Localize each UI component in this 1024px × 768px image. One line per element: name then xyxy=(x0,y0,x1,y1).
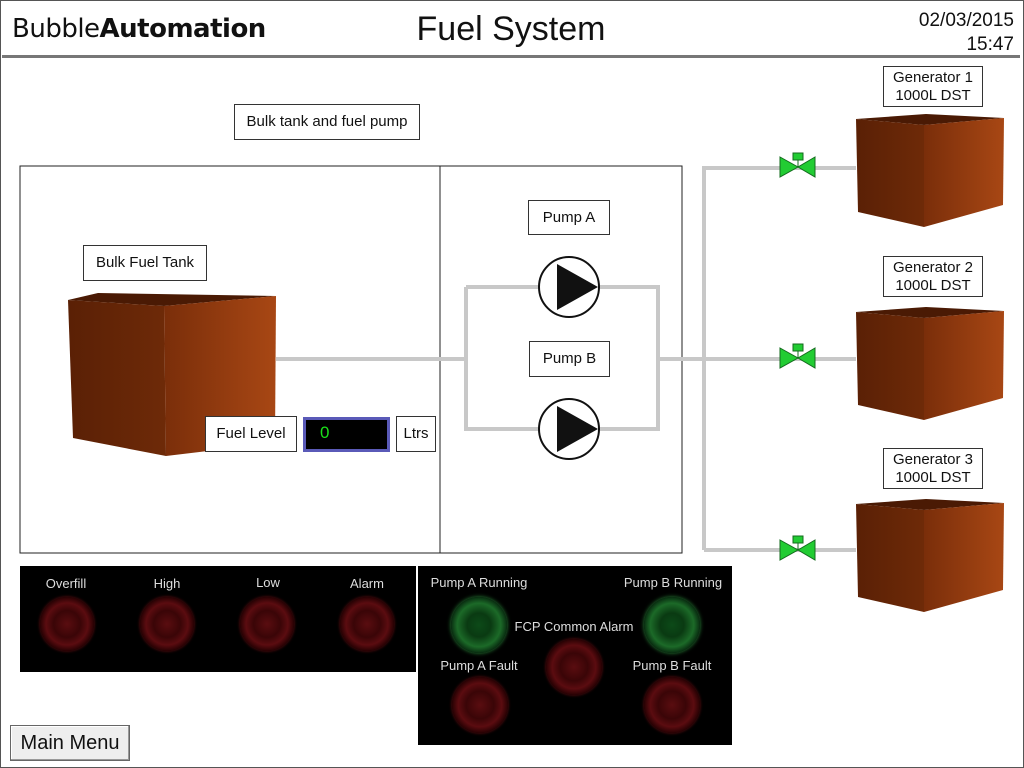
pump-b-running-label: Pump B Running xyxy=(623,575,723,590)
header-bar: BubbleAutomation Fuel System 02/03/2015 … xyxy=(2,2,1020,58)
brand-logo: BubbleAutomation xyxy=(12,14,266,44)
pump-b-fault-label: Pump B Fault xyxy=(632,658,712,673)
common-alarm-indicator-icon xyxy=(546,639,602,695)
main-menu-button[interactable]: Main Menu xyxy=(10,725,130,761)
fuel-level-label: Fuel Level xyxy=(205,416,297,452)
page-title: Fuel System xyxy=(416,10,606,48)
valve-3-icon[interactable] xyxy=(779,535,816,561)
tank-alarm-panel: Overfill High Low Alarm xyxy=(20,566,416,672)
pump-a-running-indicator-icon xyxy=(451,597,507,653)
time-text: 15:47 xyxy=(966,34,1014,55)
valve-1-icon[interactable] xyxy=(779,152,816,178)
alarm-label: Alarm xyxy=(350,576,384,591)
date-text: 02/03/2015 xyxy=(918,10,1014,31)
pump-status-panel: Pump A Running Pump B Running FCP Common… xyxy=(418,566,732,745)
bulk-tank-label: Bulk Fuel Tank xyxy=(83,245,207,281)
pump-a-label: Pump A xyxy=(528,200,610,235)
pump-b-icon[interactable] xyxy=(538,398,600,460)
pump-a-fault-indicator-icon xyxy=(452,677,508,733)
pump-b-label: Pump B xyxy=(529,341,610,377)
overfill-label: Overfill xyxy=(45,576,87,591)
pump-b-fault-indicator-icon xyxy=(644,677,700,733)
overfill-indicator-icon xyxy=(40,597,94,651)
alarm-indicator-icon xyxy=(340,597,394,651)
valve-2-icon[interactable] xyxy=(779,343,816,369)
low-label: Low xyxy=(256,575,280,590)
generator-2-tank-icon[interactable] xyxy=(856,307,1004,420)
pump-a-fault-label: Pump A Fault xyxy=(440,658,518,673)
datetime: 02/03/2015 15:47 xyxy=(919,9,1014,57)
fuel-level-unit: Ltrs xyxy=(396,416,436,452)
fuel-level-display: 0 xyxy=(303,417,390,452)
common-alarm-label: FCP Common Alarm xyxy=(514,619,634,634)
pump-b-running-indicator-icon xyxy=(644,597,700,653)
high-label: High xyxy=(153,576,181,591)
high-indicator-icon xyxy=(140,597,194,651)
pump-a-icon[interactable] xyxy=(538,256,600,318)
low-indicator-icon xyxy=(240,597,294,651)
section-label: Bulk tank and fuel pump xyxy=(234,104,420,140)
generator-1-tank-icon[interactable] xyxy=(856,114,1004,227)
generator-3-tank-icon[interactable] xyxy=(856,499,1004,612)
pump-a-running-label: Pump A Running xyxy=(430,575,528,590)
